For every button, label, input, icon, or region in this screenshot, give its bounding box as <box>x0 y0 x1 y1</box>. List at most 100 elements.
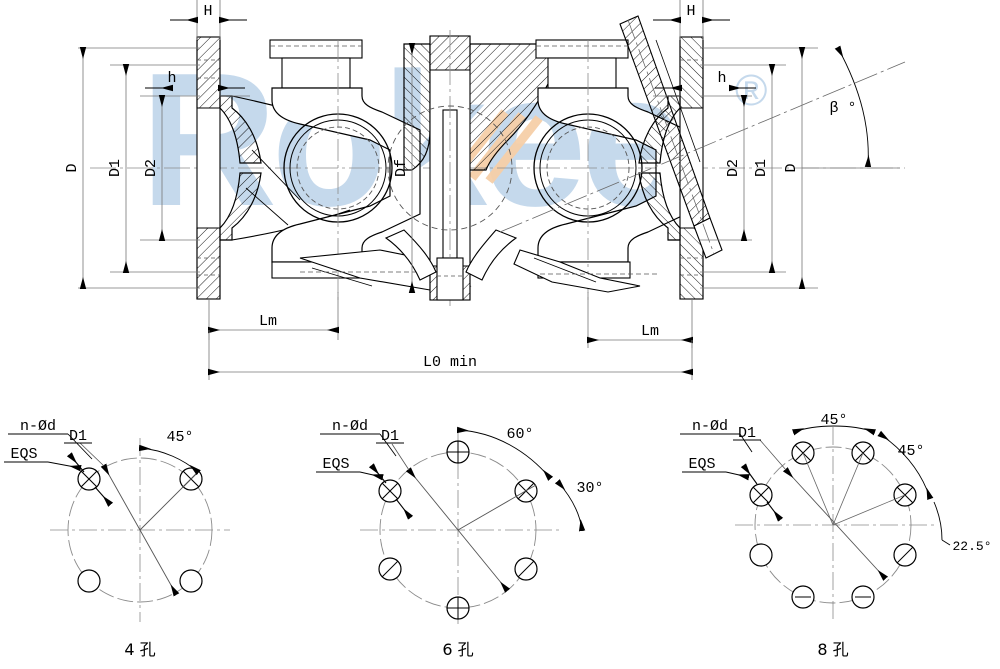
tilted-stud-assembly <box>619 15 723 259</box>
bolt-circle-6-callout-arrow-up <box>368 463 387 484</box>
right-flange-hatch-upper <box>679 36 704 109</box>
right-bearing-cap-collar <box>547 57 617 89</box>
hole-pattern-4-caption: 4 孔 <box>124 640 155 659</box>
center-flange-hatch-top <box>429 35 471 71</box>
bolt-hole-cross <box>896 546 914 564</box>
dimension-Lm-right: Lm <box>587 292 693 348</box>
center-right-rib <box>465 229 518 281</box>
bolt-circle-4-callout-arrow-up <box>66 452 85 473</box>
bolt-circle-8-angle45right-label: 45° <box>897 443 924 460</box>
bolt-holes-6 <box>378 440 538 620</box>
dim-L0-label: L0 min <box>423 354 477 371</box>
left-lower-rib-edge <box>311 267 373 287</box>
left-bearing-cap-collar <box>281 57 351 89</box>
hole-pattern-6-caption: 6 孔 <box>442 640 473 659</box>
bolt-circle-6-angle60-label: 60° <box>506 426 533 443</box>
bolt-circle-4-callout-arrow-down <box>94 486 114 507</box>
bolt-hole <box>749 543 773 567</box>
right-lower-rib <box>513 249 641 293</box>
bolt-circle-4-callout-leader-b <box>47 461 82 472</box>
bolt-circle-4-count-label: n-Ød <box>20 418 56 435</box>
bolt-circle-4-d1-leader-tail <box>79 442 105 467</box>
bolt-circle-6-count-label: n-Ød <box>332 418 368 435</box>
bolt-circle-8-count-label: n-Ød <box>692 418 728 435</box>
bolt-circle-8-angle45right-arc <box>877 430 934 500</box>
center-bottom-boss <box>436 257 464 301</box>
bolt-circle-4-d1-label: D1 <box>69 428 87 445</box>
left-flange-hatch-lower <box>196 227 221 300</box>
bolt-holes-4 <box>77 467 203 593</box>
dimension-Lm-left: Lm <box>208 292 339 340</box>
left-arm-fillet-line <box>251 149 301 201</box>
bolt-circle-4-eqs-label: EQS <box>10 446 37 463</box>
bolt-hole-cross <box>752 486 770 504</box>
bolt-hole <box>179 569 203 593</box>
center-df-circle <box>387 105 513 231</box>
dim-h-left-label: h <box>167 70 176 87</box>
hole-pattern-8: D1 n-Ød EQS 45° 45° 22.5° <box>680 412 992 659</box>
bolt-circle-8-d1-leader-tail <box>759 439 787 471</box>
dim-D2-left-label: D2 <box>143 159 160 177</box>
bolt-circle-4-angle-arc <box>138 444 201 476</box>
center-left-wedge-upper <box>403 43 431 171</box>
hole-pattern-4: D1 n-Ød EQS 45° 4 孔 <box>4 418 230 659</box>
dimension-h-right: h <box>653 70 756 97</box>
dimension-H-left: H <box>170 0 247 40</box>
bolt-circle-8-angle-22: 22.5° <box>933 501 992 554</box>
dim-Lm-right-label: Lm <box>641 323 659 340</box>
bolt-circle-6-callout-leader-a <box>379 433 397 457</box>
bolt-circle-4-angle-ray <box>139 471 199 531</box>
dimension-D-left: D <box>64 47 200 289</box>
left-flange-assembly <box>196 36 361 300</box>
bolt-circle-6-callout-leader-b <box>359 471 384 481</box>
bolt-circle-6-angle60-arc <box>456 426 554 481</box>
bolt-circle-8-angle-45-right: 45° <box>877 430 934 500</box>
dimension-Df: Df <box>393 43 416 293</box>
dimension-h-left: h <box>145 70 250 97</box>
dim-D-right-label: D <box>783 163 800 172</box>
dimension-D2-left: D2 <box>140 95 200 241</box>
bolt-circle-6-angle-30: 30° <box>554 479 604 532</box>
dim-H-left-label: H <box>203 3 212 20</box>
bolt-circle-8-angle22-label: 22.5° <box>952 539 991 554</box>
bolt-circle-8-d1-leader <box>782 467 889 581</box>
bolt-circle-6-angle60-ray <box>457 484 537 531</box>
bolt-circle-8-angle22-arc <box>933 501 943 541</box>
tilted-stud-centerline <box>627 19 715 255</box>
tilted-stud-thread-line <box>655 39 701 163</box>
dim-H-right-label: H <box>686 3 695 20</box>
left-bearing-cap-top <box>269 39 363 59</box>
bolt-hole-cross <box>381 560 399 578</box>
bolt-circle-6-angle30-label: 30° <box>576 480 603 497</box>
bolt-circle-8-angle45top-label: 45° <box>820 412 847 429</box>
dim-D2-right-label: D2 <box>725 159 742 177</box>
bolt-circle-8-callout-arrow-down <box>766 501 784 522</box>
bolt-hole <box>77 569 101 593</box>
dim-h-right-label: h <box>717 70 726 87</box>
bolt-circle-8-angle45top-arc <box>791 425 877 436</box>
bolt-circle-8-angle-45-top: 45° <box>791 412 877 436</box>
right-lower-rib-edge <box>533 257 597 283</box>
right-flange-assembly <box>499 15 906 300</box>
bolt-circle-8-d1-label: D1 <box>738 425 756 442</box>
bolt-circle-8-angle22-leader <box>941 539 951 546</box>
dim-Df-label: Df <box>393 159 410 177</box>
right-hub-hatch-lower <box>638 172 681 241</box>
registered-trademark-icon: ® <box>735 66 767 115</box>
bolt-hole-cross <box>517 560 535 578</box>
dim-D1-left-label: D1 <box>107 159 124 177</box>
bolt-circle-8-callout-arrow-up <box>740 463 758 485</box>
left-flange-hatch-upper <box>196 36 221 109</box>
bolt-circle-4-angle-45: 45° <box>138 429 201 531</box>
dimension-D1-right: D1 <box>700 64 786 273</box>
bolt-circle-4-angle-label: 45° <box>166 429 193 446</box>
hole-pattern-6: D1 n-Ød EQS 60° 30° 6 孔 <box>316 418 604 659</box>
bolt-circle-6-eqs-label: EQS <box>322 456 349 473</box>
dimension-beta-angle: β ° <box>802 45 900 169</box>
dimension-L0-min: L0 min <box>208 330 693 380</box>
bolt-circle-8-eqs-label: EQS <box>688 456 715 473</box>
bolt-hole-cross <box>80 470 98 488</box>
dim-D1-right-label: D1 <box>753 159 770 177</box>
dimension-D1-left: D1 <box>107 64 200 273</box>
